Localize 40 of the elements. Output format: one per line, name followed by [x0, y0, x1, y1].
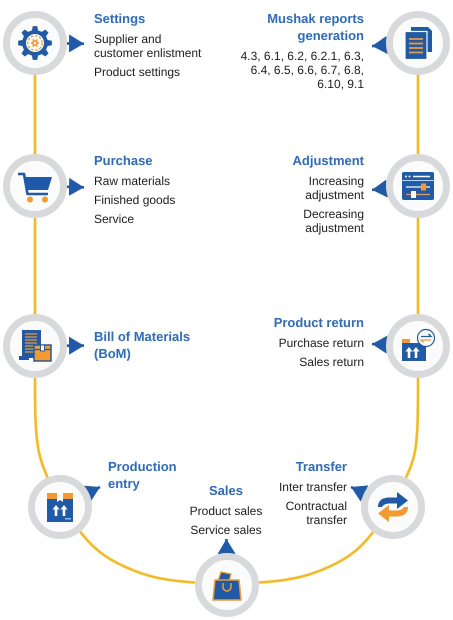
- step-item: Service sales: [189, 523, 263, 537]
- step-item: Finished goods: [94, 193, 176, 207]
- connector-line: [34, 378, 49, 478]
- connector-line: [416, 75, 420, 154]
- arrow: [218, 538, 236, 554]
- step-item: Product settings: [94, 65, 182, 79]
- arrow: [66, 34, 84, 52]
- step-title: Transfer: [294, 458, 347, 475]
- step-item: Decreasing adjustment: [302, 207, 364, 235]
- arrow: [350, 485, 368, 502]
- step-title: Purchase: [94, 152, 154, 169]
- step-item: Purchase return: [278, 336, 364, 350]
- step-item: Product sales: [188, 504, 264, 518]
- step-title: Product return: [272, 314, 364, 331]
- arrow: [372, 180, 388, 198]
- connector-line: [34, 218, 36, 314]
- step-title: Mushak reports generation: [266, 10, 364, 44]
- connector-line: [34, 75, 36, 154]
- arrow: [372, 36, 388, 54]
- step-item: Increasing adjustment: [304, 174, 364, 202]
- step-item: Raw materials: [94, 174, 172, 188]
- connector-line: [416, 218, 420, 314]
- step-title: Bill of Materials (BoM): [94, 328, 192, 362]
- step-title: Production entry: [108, 458, 178, 492]
- step-item: Supplier and customer enlistment: [94, 32, 202, 60]
- step-item: Service: [94, 212, 136, 226]
- step-title: Settings: [94, 10, 146, 27]
- step-item: Sales return: [298, 355, 364, 369]
- arrow: [372, 336, 388, 354]
- step-item: Inter transfer: [278, 480, 347, 494]
- arrow: [82, 486, 101, 502]
- step-title: Adjustment: [292, 152, 364, 169]
- connector-line: [79, 530, 196, 584]
- arrow: [66, 178, 84, 196]
- step-item: Contractual transfer: [284, 499, 347, 527]
- step-title: Sales: [208, 482, 244, 499]
- step-item: 4.3, 6.1, 6.2, 6.2.1, 6.3, 6.4, 6.5, 6.6, 6.7, 6.8, 6.10, 9.1: [240, 49, 364, 91]
- connector-line: [258, 531, 374, 584]
- connector-line: [404, 378, 420, 478]
- arrow: [66, 336, 84, 355]
